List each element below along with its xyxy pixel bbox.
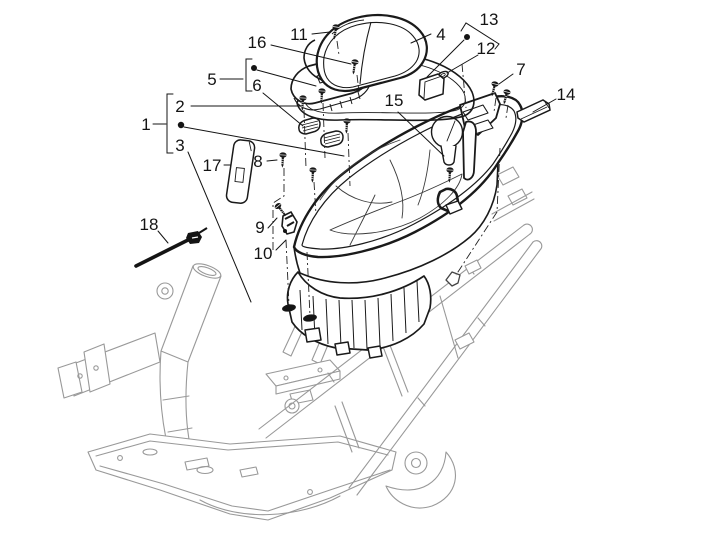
callout-18: 18 [140, 215, 159, 234]
callout-3: 3 [175, 136, 184, 155]
callout-17: 17 [203, 156, 222, 175]
callout-9: 9 [255, 218, 264, 237]
cable-tie [134, 227, 208, 268]
assembly-axes [272, 40, 509, 317]
callout-1: 1 [141, 115, 150, 134]
callout-12: 12 [477, 39, 496, 58]
callout-6: 6 [252, 76, 261, 95]
callout-10: 10 [254, 244, 273, 263]
callout-leaders [152, 22, 557, 303]
callout-2: 2 [175, 97, 184, 116]
rubber-buffer-pads [298, 117, 344, 148]
callout-4: 4 [436, 25, 445, 44]
callout-14: 14 [557, 85, 576, 104]
callout-11: 11 [290, 25, 308, 44]
lock-kit [281, 210, 298, 235]
top-cover [303, 14, 428, 93]
pad-13 [418, 73, 445, 101]
callout-15: 15 [385, 91, 404, 110]
callout-5: 5 [207, 70, 216, 89]
callout-8: 8 [253, 152, 262, 171]
rubber-pad-17 [225, 139, 256, 204]
mounting-bracket [282, 271, 432, 359]
callout-16: 16 [248, 33, 267, 52]
callout-13: 13 [480, 10, 499, 29]
scooter-frame [57, 166, 543, 521]
helmet-box [292, 92, 524, 284]
pad-14 [516, 99, 551, 123]
callout-7: 7 [516, 60, 525, 79]
